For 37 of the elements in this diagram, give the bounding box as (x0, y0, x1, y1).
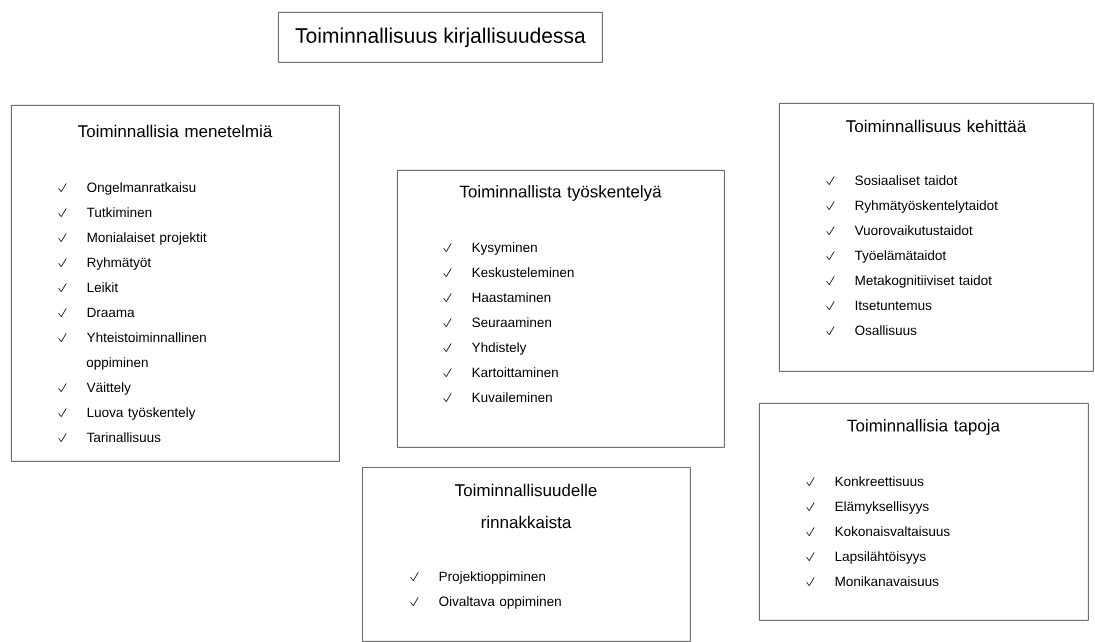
list-item: Metakognitiiviset taidot (855, 275, 992, 288)
list-item: Ryhmätyöt (87, 257, 152, 270)
list-item: Projektioppiminen (439, 571, 545, 584)
list-item: Väittely (86, 382, 131, 395)
list-item: Yhdistely (471, 342, 527, 355)
list-item: Kysyminen (472, 242, 537, 255)
list-item: Osallisuus (855, 325, 917, 336)
list-item: Yhteistoiminnallinen oppiminen (86, 332, 206, 370)
list-item: Monikanavaisuus (835, 576, 939, 587)
list-item: Vuorovaikutustaidot (854, 225, 973, 236)
box-heading: Toiminnallisia menetelmiä (78, 124, 273, 138)
list-item: Haastaminen (472, 292, 551, 303)
box-heading: Toiminnallisia tapoja (847, 419, 1000, 435)
box-heading: Toiminnallisuudelle rinnakkaista (455, 483, 597, 529)
list-item: Kuvaileminen (472, 392, 552, 403)
list-item: Itsetuntemus (855, 300, 932, 311)
box-heading: Toiminnallisuus kehittää (846, 119, 1027, 133)
list-item: Draama (87, 307, 135, 318)
list-item: Monialaiset projektit (87, 232, 207, 245)
list-item: Kartoittaminen (472, 367, 558, 378)
list-item: Keskusteleminen (472, 267, 574, 278)
list-item: Ongelmanratkaisu (87, 182, 196, 195)
list-item: Elämyksellisyys (835, 501, 929, 514)
list-item: Työelämätaidot (854, 250, 947, 263)
list-item: Leikit (87, 282, 118, 293)
list-item: Lapsilähtöisyys (835, 551, 926, 564)
list-item: Sosiaaliset taidot (855, 175, 958, 186)
list-item: Tarinallisuus (86, 432, 161, 443)
list-item: Tutkiminen (86, 207, 152, 218)
list-item: Ryhmätyöskentelytaidot (855, 200, 998, 213)
box-heading: Toiminnallista työskentelyä (459, 185, 662, 201)
list-item: Konkreettisuus (835, 476, 924, 487)
title-box: Toiminnallisuus kirjallisuudessa (278, 12, 603, 63)
list-item: Luova työskentely (87, 407, 196, 420)
list-item: Seuraaminen (472, 317, 551, 328)
list-item: Oivaltava oppiminen (439, 596, 561, 609)
list-item: Kokonaisvaltaisuus (835, 526, 950, 537)
